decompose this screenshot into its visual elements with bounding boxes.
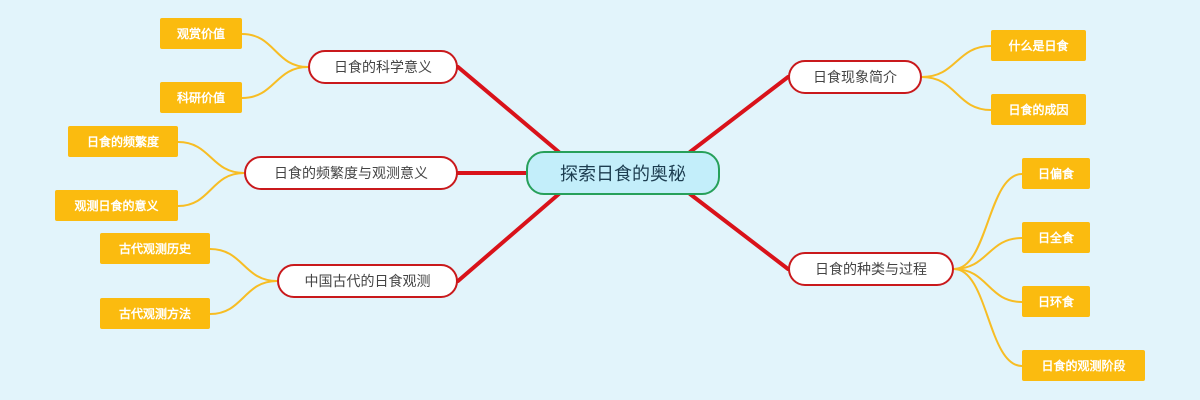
leaf-ancient-methods[interactable]: 古代观测方法 xyxy=(100,298,210,329)
leaf-link xyxy=(177,141,245,174)
branch-types-and-process[interactable]: 日食的种类与过程 xyxy=(788,252,954,286)
branch-ancient-china-observation[interactable]: 中国古代的日食观测 xyxy=(277,264,458,298)
leaf-partial-eclipse[interactable]: 日偏食 xyxy=(1022,158,1090,189)
leaf-link xyxy=(209,248,278,282)
leaf-link xyxy=(241,33,309,68)
main-link xyxy=(688,192,790,271)
leaf-ancient-history[interactable]: 古代观测历史 xyxy=(100,233,210,264)
leaf-link xyxy=(921,45,992,78)
branch-frequency-and-observation[interactable]: 日食的频繁度与观测意义 xyxy=(244,156,458,190)
leaf-total-eclipse[interactable]: 日全食 xyxy=(1022,222,1090,253)
leaf-observation-meaning[interactable]: 观测日食的意义 xyxy=(55,190,178,221)
leaf-link xyxy=(953,268,1023,367)
main-link xyxy=(456,191,562,283)
leaf-link xyxy=(953,268,1023,303)
leaf-link xyxy=(209,280,278,315)
branch-scientific-significance[interactable]: 日食的科学意义 xyxy=(308,50,458,84)
main-link xyxy=(456,65,562,155)
leaf-link xyxy=(953,173,1023,270)
leaf-frequency[interactable]: 日食的频繁度 xyxy=(68,126,178,157)
central-topic[interactable]: 探索日食的奥秘 xyxy=(526,151,720,195)
leaf-viewing-value[interactable]: 观赏价值 xyxy=(160,18,242,49)
leaf-observation-stages[interactable]: 日食的观测阶段 xyxy=(1022,350,1145,381)
leaf-link xyxy=(241,66,309,99)
branch-phenomenon-intro[interactable]: 日食现象简介 xyxy=(788,60,922,94)
main-link xyxy=(688,75,790,154)
leaf-annular-eclipse[interactable]: 日环食 xyxy=(1022,286,1090,317)
leaf-link xyxy=(953,237,1023,270)
leaf-eclipse-cause[interactable]: 日食的成因 xyxy=(991,94,1086,125)
leaf-link xyxy=(177,172,245,207)
leaf-link xyxy=(921,76,992,111)
leaf-research-value[interactable]: 科研价值 xyxy=(160,82,242,113)
leaf-what-is-eclipse[interactable]: 什么是日食 xyxy=(991,30,1086,61)
